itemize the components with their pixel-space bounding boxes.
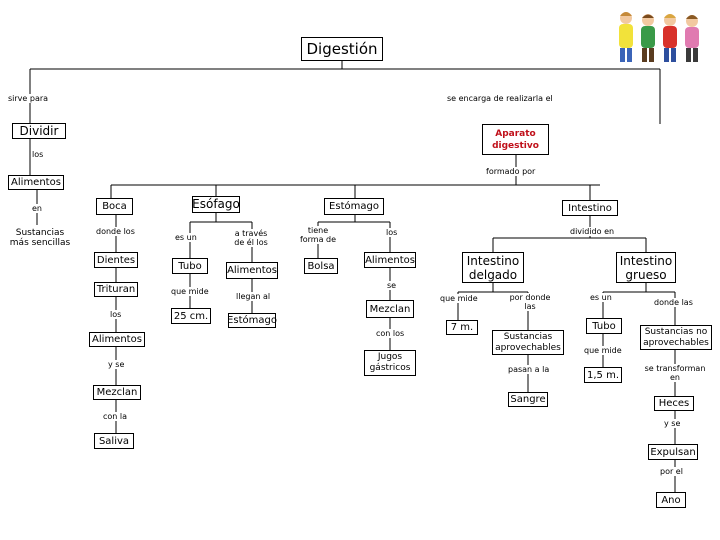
link-es-un: es un xyxy=(175,233,197,242)
node-expulsan: Expulsan xyxy=(648,444,698,460)
node-alimentos-main: Alimentos xyxy=(8,175,64,190)
kids-figures-icon xyxy=(619,12,699,62)
link-formado-por: formado por xyxy=(486,167,536,176)
link-se-transforman: se transforman en xyxy=(640,364,710,382)
link-sirve-para: sirve para xyxy=(8,94,49,103)
node-boca: Boca xyxy=(96,198,133,215)
node-largo-esofago: 25 cm. xyxy=(171,308,211,324)
link-que-mide-esofago: que mide xyxy=(171,287,209,296)
link-dividido-en: dividido en xyxy=(570,227,615,236)
node-trituran: Trituran xyxy=(94,282,138,297)
node-alimentos-esofago: Alimentos xyxy=(226,262,278,279)
link-pasan-a-la: pasan a la xyxy=(508,365,550,374)
page-title: Digestión xyxy=(301,37,383,61)
node-ano: Ano xyxy=(656,492,686,508)
node-dientes: Dientes xyxy=(94,252,138,268)
link-tiene-forma: tiene forma de xyxy=(298,226,338,244)
node-intestino-grueso: Intestino grueso xyxy=(616,252,676,283)
node-tubo-grueso: Tubo xyxy=(586,318,622,334)
link-a-traves: a través de él los xyxy=(231,229,271,247)
link-donde-los: donde los xyxy=(96,227,135,236)
node-esofago: Esófago xyxy=(192,196,240,213)
node-tubo-esofago: Tubo xyxy=(172,258,208,274)
node-largo-grueso: 1,5 m. xyxy=(584,367,622,383)
link-que-mide-grueso: que mide xyxy=(584,346,622,355)
node-largo-delgado: 7 m. xyxy=(446,320,478,335)
link-por-donde: por donde las xyxy=(508,293,552,311)
link-los-1: los xyxy=(32,150,44,159)
link-es-un-2: es un xyxy=(590,293,612,302)
node-sustancias-aprovechables: Sustancias aprovechables xyxy=(492,330,564,355)
node-sustancias-no-aprovechables: Sustancias no aprovechables xyxy=(640,325,712,350)
link-se: se xyxy=(387,281,397,290)
link-y-se: y se xyxy=(108,360,125,369)
node-sustancias-sencillas: Sustancias más sencillas xyxy=(6,225,74,250)
link-se-encarga: se encarga de realizarla el xyxy=(447,94,553,103)
node-aparato-digestivo: Aparato digestivo xyxy=(482,124,549,155)
link-en: en xyxy=(32,204,42,213)
link-llegan-al: llegan al xyxy=(236,292,271,301)
node-sangre: Sangre xyxy=(508,392,548,407)
node-mezclan-estomago: Mezclan xyxy=(366,300,414,318)
link-por-el: por el xyxy=(660,467,683,476)
node-estomago: Estómago xyxy=(324,198,384,215)
node-alimentos-estomago: Alimentos xyxy=(364,252,416,268)
node-intestino: Intestino xyxy=(562,200,618,216)
node-saliva: Saliva xyxy=(94,433,134,449)
link-que-mide-delgado: que mide xyxy=(440,294,478,303)
node-bolsa: Bolsa xyxy=(304,258,338,274)
link-y-se-2: y se xyxy=(664,419,681,428)
link-donde-las: donde las xyxy=(654,298,693,307)
link-con-la: con la xyxy=(103,412,128,421)
node-dividir: Dividir xyxy=(12,123,66,139)
link-con-los: con los xyxy=(376,329,405,338)
node-estomago-destino: Estómago xyxy=(227,313,277,328)
node-heces: Heces xyxy=(654,396,694,411)
link-los-3: los xyxy=(386,228,398,237)
node-jugos-gastricos: Jugos gástricos xyxy=(364,350,416,376)
node-intestino-delgado: Intestino delgado xyxy=(462,252,524,283)
node-mezclan-boca: Mezclan xyxy=(93,385,141,400)
link-los-2: los xyxy=(110,310,122,319)
node-alimentos-boca: Alimentos xyxy=(89,332,145,347)
